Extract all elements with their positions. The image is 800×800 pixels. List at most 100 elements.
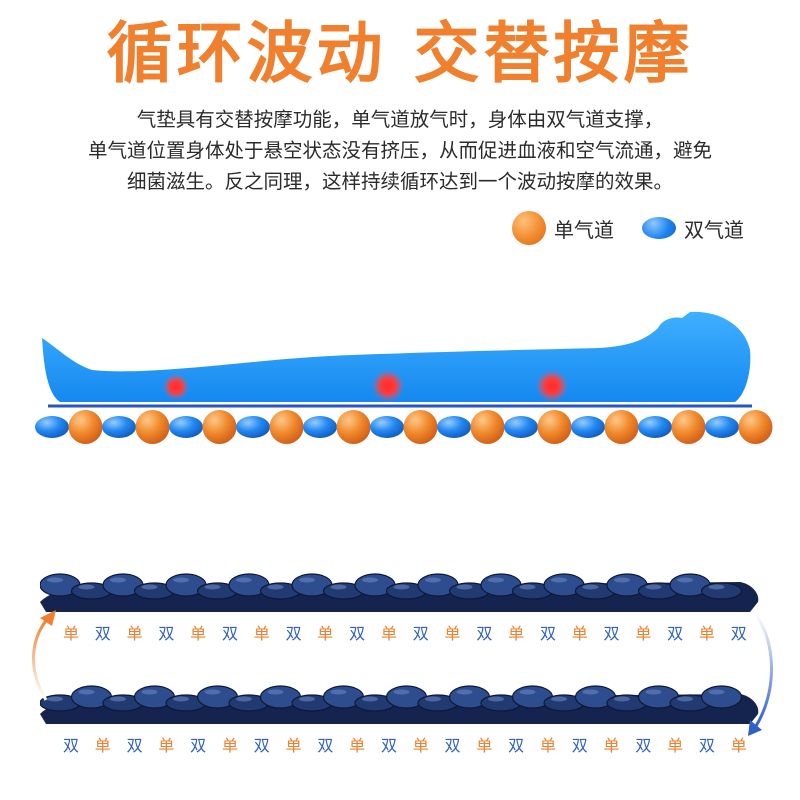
mattress-top-image [40, 573, 759, 612]
double-channel-label: 双 [539, 624, 556, 643]
single-channel-label: 单 [667, 736, 684, 755]
mattress-tube-highlight [582, 689, 599, 695]
pressure-point [372, 370, 404, 402]
mattress-tube-highlight [141, 689, 158, 695]
description-line: 气垫具有交替按摩功能，单气道放气时，身体由双气道支撑， [136, 108, 664, 131]
double-channel-label: 双 [62, 736, 79, 755]
mattress-tube-highlight [236, 577, 252, 583]
mattress-tube-highlight [299, 577, 315, 583]
double-channel-cell [504, 416, 538, 438]
mattress-tube-highlight [708, 689, 725, 695]
mattress-tube-highlight [393, 584, 410, 590]
single-channel-label: 单 [94, 736, 111, 755]
cycle-down-arrowhead-icon [748, 720, 762, 736]
single-channel-label: 单 [635, 624, 652, 643]
single-channel-label: 单 [158, 736, 175, 755]
air-cell-row [35, 410, 773, 444]
mattress-tube-highlight [488, 696, 504, 702]
single-channel-cell [135, 410, 170, 444]
mattress-tube-highlight [519, 689, 536, 695]
double-channel-label: 双 [94, 624, 111, 643]
double-channel-label: 双 [412, 624, 429, 643]
pressure-point [536, 370, 568, 402]
description-line: 单气道位置身体处于悬空状态没有挤压，从而促进血液和空气流通，避免 [87, 139, 712, 162]
single-channel-label: 单 [476, 736, 493, 755]
mattress-tube-highlight [362, 577, 378, 583]
cycle-down-arrow-icon [752, 611, 773, 727]
single-channel-label: 单 [349, 736, 366, 755]
body-on-cushion-illustration [35, 311, 773, 444]
double-channel-label: 双 [349, 624, 366, 643]
mattress-tube-highlight [110, 696, 126, 702]
double-channel-label: 双 [253, 736, 270, 755]
single-channel-label: 单 [317, 624, 334, 643]
double-channel-cell [437, 416, 471, 438]
cycle-up-arrow-icon [32, 617, 50, 701]
double-channel-label: 双 [603, 624, 620, 643]
double-channel-cell [169, 416, 203, 438]
mattress-tube-highlight [267, 584, 284, 590]
single-channel-label: 单 [508, 624, 525, 643]
pressure-point [163, 374, 189, 400]
double-channel-label: 双 [190, 736, 207, 755]
single-channel-label: 单 [126, 624, 143, 643]
mattress-tube-highlight [582, 584, 599, 590]
mattress-tube-highlight [393, 689, 410, 695]
mattress-tube-highlight [614, 696, 630, 702]
mattress-tube-highlight [362, 696, 378, 702]
mattress-tube-highlight [204, 689, 221, 695]
description-line: 细菌滋生。反之同理，这样持续循环达到一个波动按摩的效果。 [126, 170, 673, 193]
mattress-tube-highlight [645, 689, 662, 695]
mattress-tube-highlight [551, 696, 567, 702]
double-channel-label: 双 [476, 624, 493, 643]
double-channel-label: 双 [730, 624, 747, 643]
single-channel-cell [537, 410, 572, 444]
mattress-tube-highlight [47, 696, 63, 702]
mattress-tube-highlight [173, 577, 189, 583]
single-channel-cell [604, 410, 639, 444]
mattress-bottom-image [40, 685, 759, 724]
legend-single-label: 单气道 [554, 217, 614, 242]
single-channel-cell [671, 410, 706, 444]
mattress-tube-highlight [708, 584, 725, 590]
double-channel-label: 双 [158, 624, 175, 643]
double-channel-label: 双 [317, 736, 334, 755]
mattress-tube-highlight [330, 584, 347, 590]
double-channel-label: 双 [508, 736, 525, 755]
mattress-tube-highlight [141, 584, 158, 590]
double-channel-label: 双 [571, 736, 588, 755]
double-channel-label: 双 [126, 736, 143, 755]
double-channel-cell [35, 416, 69, 438]
single-channel-label: 单 [253, 624, 270, 643]
double-channel-label: 双 [285, 624, 302, 643]
mattress-cycle-section: 单双单双单双单双单双单双单双单双单双单双单双 双单双单双单双单双单双单双单双单双… [0, 560, 800, 800]
single-channel-label: 单 [190, 624, 207, 643]
mattress-tube-highlight [456, 689, 473, 695]
double-channel-cell [638, 416, 672, 438]
mattress-tube-highlight [425, 696, 441, 702]
mattress-tube-highlight [204, 584, 221, 590]
double-channel-label: 双 [380, 736, 397, 755]
mattress-tube-highlight [551, 577, 567, 583]
mattress-tube-highlight [677, 696, 693, 702]
description: 气垫具有交替按摩功能，单气道放气时，身体由双气道支撑， 单气道位置身体处于悬空状… [40, 104, 760, 197]
double-channel-label: 双 [221, 624, 238, 643]
double-channel-cell [705, 416, 739, 438]
single-channel-label: 单 [539, 736, 556, 755]
mattress-top-labels: 单双单双单双单双单双单双单双单双单双单双单双 [60, 620, 750, 644]
double-channel-label: 双 [635, 736, 652, 755]
single-channel-label: 单 [380, 624, 397, 643]
mattress-tube-highlight [330, 689, 347, 695]
single-channel-label: 单 [62, 624, 79, 643]
single-channel-cell [470, 410, 505, 444]
mattress-tube-highlight [47, 577, 63, 583]
single-channel-cell [269, 410, 304, 444]
legend: 单气道 双气道 [512, 208, 744, 248]
mattress-tube-highlight [456, 584, 473, 590]
mattress-tube-highlight [488, 577, 504, 583]
single-channel-label: 单 [412, 736, 429, 755]
single-channel-label: 单 [698, 624, 715, 643]
single-channel-cell [403, 410, 438, 444]
mattress-tube-highlight [78, 584, 95, 590]
legend-double-label: 双气道 [684, 217, 744, 242]
